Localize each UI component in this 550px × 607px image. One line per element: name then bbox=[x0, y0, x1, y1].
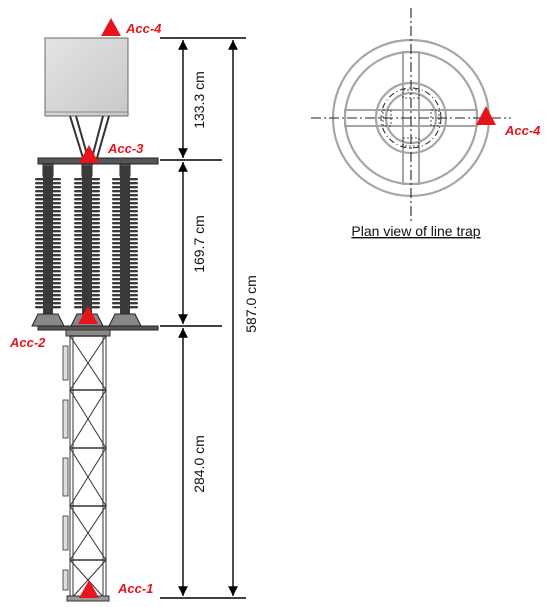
sensor-triangle-icon bbox=[78, 306, 98, 324]
insulator-right bbox=[108, 163, 142, 327]
dimension-total-label: 587.0 cm bbox=[243, 275, 259, 333]
insulator-center bbox=[70, 163, 104, 327]
lattice-tower bbox=[62, 335, 110, 602]
sensor-triangle-icon bbox=[101, 18, 121, 36]
sensor-triangle-icon bbox=[79, 145, 99, 163]
line-trap-box bbox=[44, 37, 129, 117]
insulator-left bbox=[31, 163, 65, 327]
sensor-label-acc3: Acc-3 bbox=[107, 141, 144, 156]
dimension-lines bbox=[160, 37, 246, 599]
sensor-label-acc2: Acc-2 bbox=[9, 335, 46, 350]
sensor-label-acc4: Acc-4 bbox=[125, 21, 162, 36]
plan-view-caption: Plan view of line trap bbox=[351, 223, 480, 239]
sensor-triangle-icon bbox=[79, 580, 99, 598]
top-plate bbox=[37, 157, 159, 165]
sensor-label-acc1: Acc-1 bbox=[117, 581, 153, 596]
plan-view bbox=[311, 8, 511, 222]
trap-support-struts bbox=[69, 115, 110, 159]
dimension-middle-label: 169.7 cm bbox=[191, 215, 207, 273]
sensor-triangle-icon bbox=[476, 106, 496, 125]
dimension-top-label: 133.3 cm bbox=[191, 71, 207, 129]
dimension-bottom-label: 284.0 cm bbox=[191, 435, 207, 493]
base-plate bbox=[37, 325, 159, 337]
sensor-label-acc4-plan: Acc-4 bbox=[504, 123, 541, 138]
